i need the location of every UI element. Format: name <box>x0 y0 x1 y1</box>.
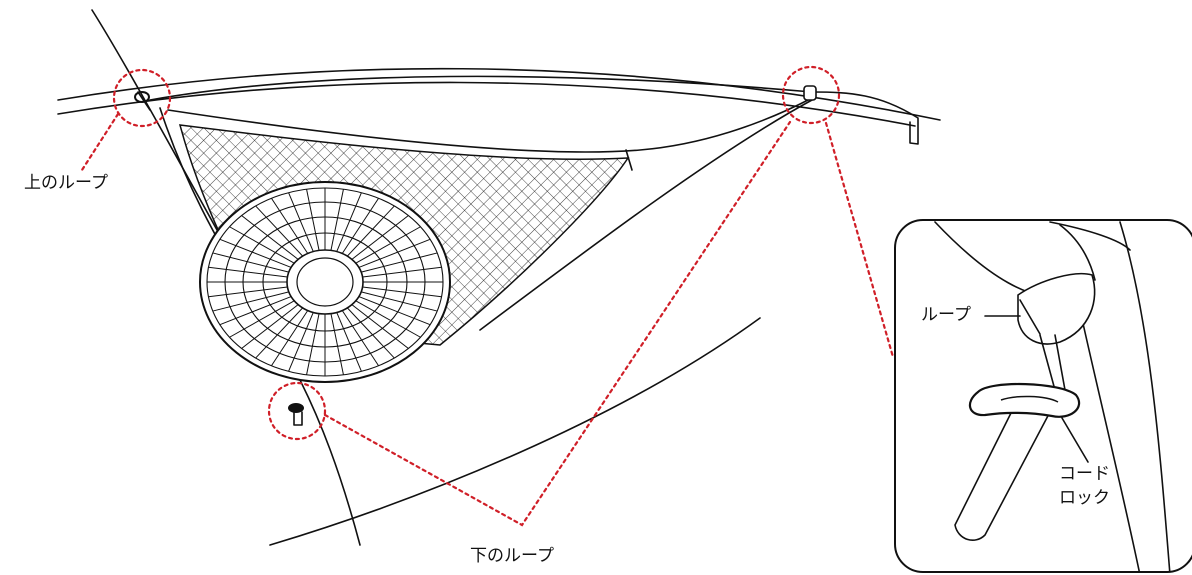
fan-spoke <box>341 197 379 254</box>
right-loop-highlight <box>781 65 841 125</box>
fan-spoke <box>362 286 442 298</box>
fan-spoke <box>288 192 314 252</box>
fan-spoke <box>306 189 320 251</box>
fan-spoke <box>358 296 431 326</box>
fan-spoke <box>241 304 299 349</box>
cord-lock-inset <box>894 219 1192 573</box>
fan-spoke <box>355 226 421 264</box>
fan-spoke <box>208 266 288 278</box>
fan-spoke <box>306 313 320 375</box>
fan-spoke <box>336 312 362 372</box>
fan-spoke <box>229 300 295 338</box>
fan-spoke <box>255 307 304 359</box>
fan-spoke <box>241 215 299 260</box>
fan-spoke <box>346 307 395 359</box>
fan-spoke <box>219 238 292 268</box>
fan-spoke <box>336 192 362 252</box>
fan-spoke <box>362 266 442 278</box>
hanging-strap <box>149 75 919 331</box>
fan <box>199 181 451 383</box>
upper-loop-leader <box>80 112 120 172</box>
fan-spoke <box>351 304 409 349</box>
fan-spoke <box>330 189 344 251</box>
fan-spoke <box>341 310 379 367</box>
fan-spoke <box>271 197 309 254</box>
cord-lock-label-line2: ロック <box>1059 488 1110 508</box>
right-loop-hook <box>803 85 817 101</box>
lower-loop-highlight <box>267 381 327 441</box>
fan-spoke <box>361 291 438 312</box>
fan-spoke <box>208 286 288 298</box>
lower-loop-hook <box>288 403 304 426</box>
fan-spoke <box>255 205 304 257</box>
fan-spoke <box>219 296 292 326</box>
fan-spoke <box>346 205 395 257</box>
fan-spoke <box>212 291 289 312</box>
upper-loop-hook <box>134 91 151 111</box>
lower-loop-leader <box>323 120 792 527</box>
fan-spoke <box>330 313 344 375</box>
fan-spoke <box>288 312 314 372</box>
fan-spoke <box>351 215 409 260</box>
lower-loop-label: 下のループ <box>470 546 554 566</box>
fan-spoke <box>212 252 289 273</box>
inset-leader <box>824 121 895 359</box>
fan-spoke <box>229 226 295 264</box>
fan-spoke <box>358 238 431 268</box>
upper-loop-highlight <box>112 68 172 128</box>
cord-lock-label-line1: コード <box>1059 464 1110 484</box>
fan-spoke <box>361 252 438 273</box>
fan-spoke <box>355 300 421 338</box>
upper-loop-label: 上のループ <box>24 173 108 193</box>
inset-loop-label: ループ <box>921 305 971 325</box>
fan-spoke <box>271 310 309 367</box>
